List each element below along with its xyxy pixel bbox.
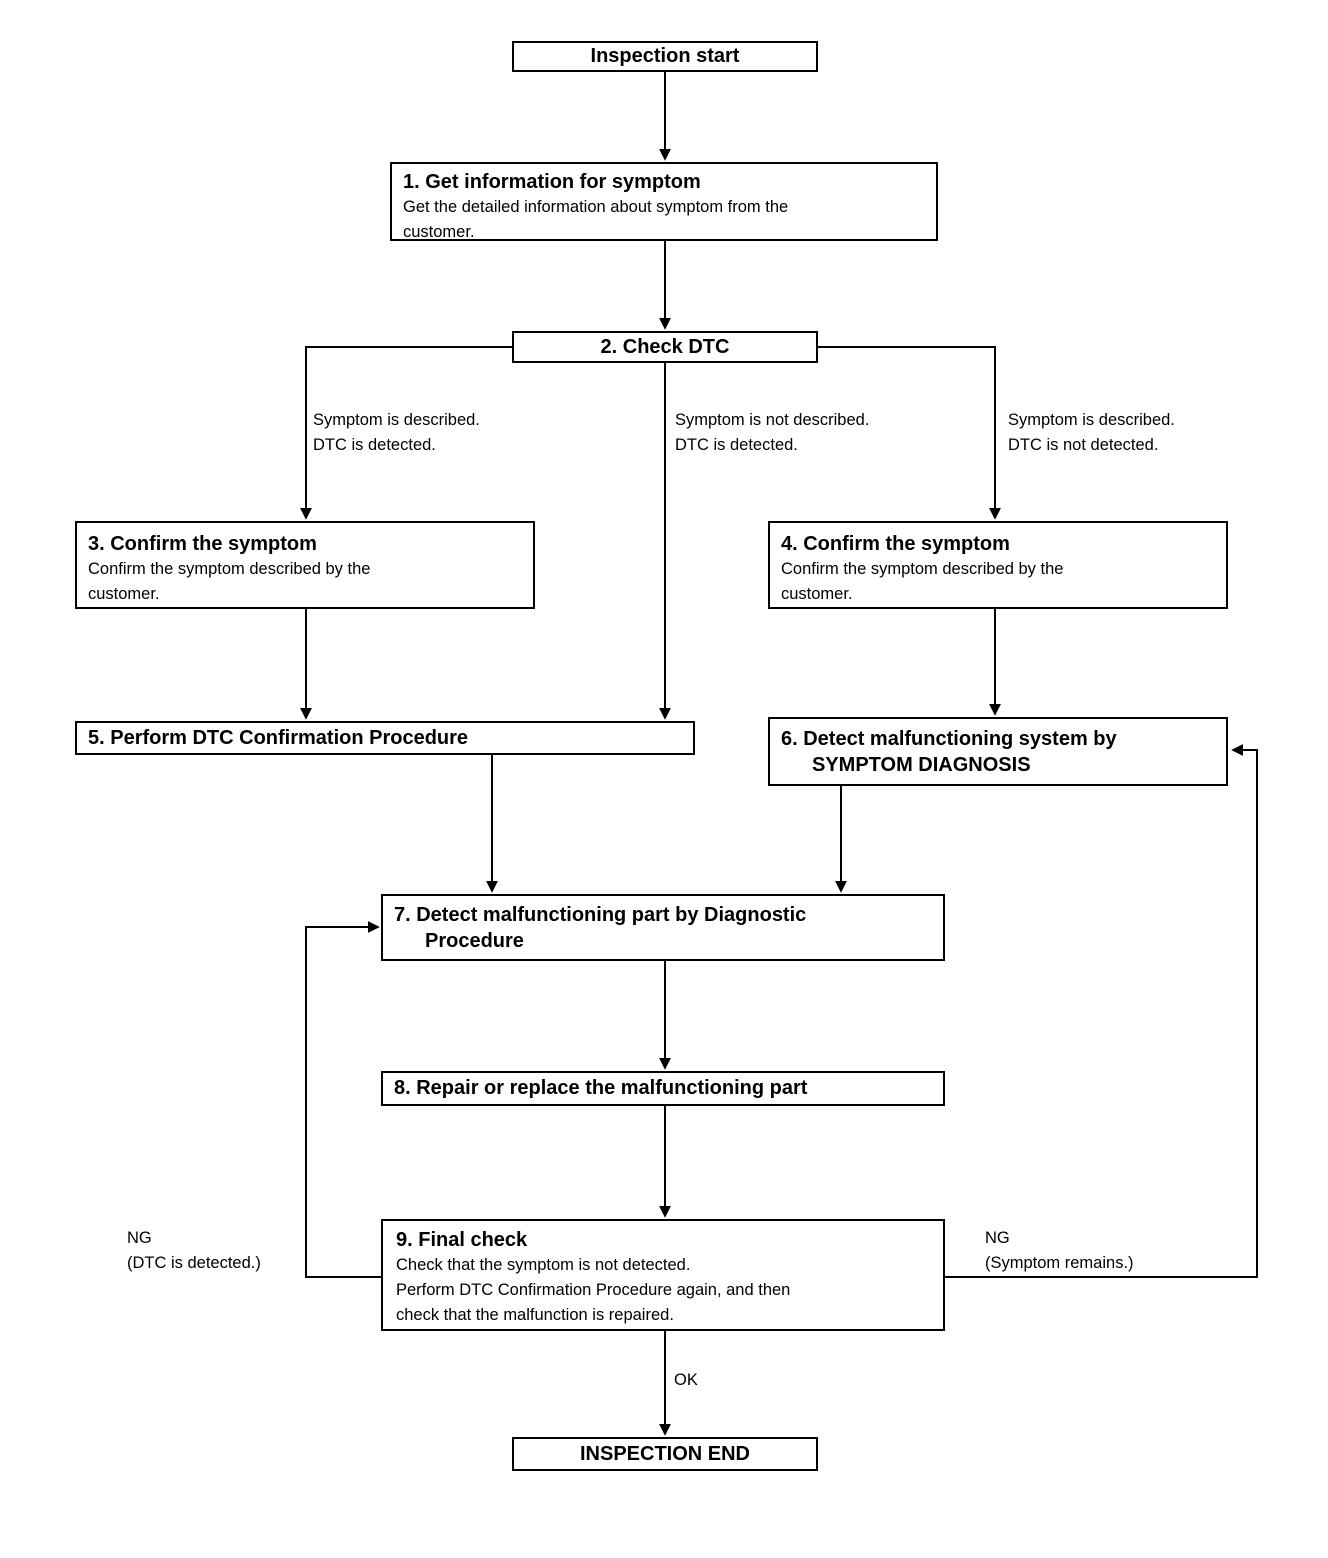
node-step-5-title: 5. Perform DTC Confirmation Procedure — [88, 726, 469, 749]
node-step-7: 7. Detect malfunctioning part by Diagnos… — [381, 894, 945, 961]
branch-label-right: Symptom is described. DTC is not detecte… — [1008, 408, 1175, 458]
edge-step2-to-step4 — [818, 346, 1001, 520]
ng-right-label: NG (Symptom remains.) — [985, 1226, 1134, 1276]
node-step-8: 8. Repair or replace the malfunctioning … — [381, 1071, 945, 1106]
node-step-7-title-line-2: Procedure — [425, 930, 524, 952]
node-step-3-body-line-2: customer. — [88, 585, 160, 603]
node-step-8-title: 8. Repair or replace the malfunctioning … — [394, 1077, 808, 1099]
ok-label: OK — [674, 1371, 698, 1389]
node-inspection-end-label: INSPECTION END — [579, 1442, 751, 1465]
node-step-4-body-line-1: Confirm the symptom described by the — [781, 560, 1064, 578]
edge-step2-to-step3 — [300, 346, 512, 520]
edge-step9-ng-to-step6 — [944, 744, 1258, 1278]
ng-left-label-line-1: NG — [127, 1229, 152, 1247]
node-inspection-start-label: Inspection start — [590, 45, 740, 67]
node-step-9-body-line-1: Check that the symptom is not detected. — [396, 1256, 691, 1274]
node-step-5: 5. Perform DTC Confirmation Procedure — [75, 721, 695, 755]
branch-label-right-line-2: DTC is not detected. — [1008, 436, 1159, 454]
branch-label-middle-line-1: Symptom is not described. — [675, 411, 870, 429]
node-step-6-title-line-1: 6. Detect malfunctioning system by — [781, 728, 1117, 750]
node-step-6-title-line-2: SYMPTOM DIAGNOSIS — [812, 754, 1031, 776]
node-step-1-body-line-1: Get the detailed information about sympt… — [403, 198, 789, 216]
node-step-4-title: 4. Confirm the symptom — [781, 533, 1010, 555]
node-step-3: 3. Confirm the symptom Confirm the sympt… — [75, 521, 535, 609]
ng-left-label: NG (DTC is detected.) — [127, 1226, 261, 1276]
node-step-1-body-line-2: customer. — [403, 223, 475, 241]
node-step-9-title: 9. Final check — [396, 1229, 528, 1251]
node-step-4-body-line-2: customer. — [781, 585, 853, 603]
edge-step9-ng-to-step7 — [305, 921, 382, 1278]
branch-label-left: Symptom is described. DTC is detected. — [313, 408, 480, 458]
ng-right-label-line-1: NG — [985, 1229, 1010, 1247]
ng-left-label-line-2: (DTC is detected.) — [127, 1254, 261, 1272]
branch-label-right-line-1: Symptom is described. — [1008, 411, 1175, 429]
branch-label-middle-line-2: DTC is detected. — [675, 436, 798, 454]
node-step-6: 6. Detect malfunctioning system by SYMPT… — [768, 717, 1228, 786]
node-step-4: 4. Confirm the symptom Confirm the sympt… — [768, 521, 1228, 609]
node-step-2: 2. Check DTC — [512, 331, 818, 363]
node-step-9-body-line-3: check that the malfunction is repaired. — [396, 1306, 674, 1324]
node-inspection-start: Inspection start — [512, 41, 818, 72]
ng-right-label-line-2: (Symptom remains.) — [985, 1254, 1134, 1272]
node-inspection-end: INSPECTION END — [512, 1437, 818, 1471]
node-step-1-title: 1. Get information for symptom — [403, 171, 701, 193]
node-step-2-title: 2. Check DTC — [600, 335, 730, 358]
node-step-3-body-line-1: Confirm the symptom described by the — [88, 560, 371, 578]
branch-label-middle: Symptom is not described. DTC is detecte… — [675, 408, 869, 458]
node-step-9-body-line-2: Perform DTC Confirmation Procedure again… — [396, 1281, 791, 1299]
branch-label-left-line-1: Symptom is described. — [313, 411, 480, 429]
node-step-3-title: 3. Confirm the symptom — [88, 533, 317, 555]
node-step-9: 9. Final check Check that the symptom is… — [381, 1219, 945, 1331]
node-step-7-title-line-1: 7. Detect malfunctioning part by Diagnos… — [394, 904, 807, 926]
node-step-1: 1. Get information for symptom Get the d… — [390, 162, 938, 241]
branch-label-left-line-2: DTC is detected. — [313, 436, 436, 454]
